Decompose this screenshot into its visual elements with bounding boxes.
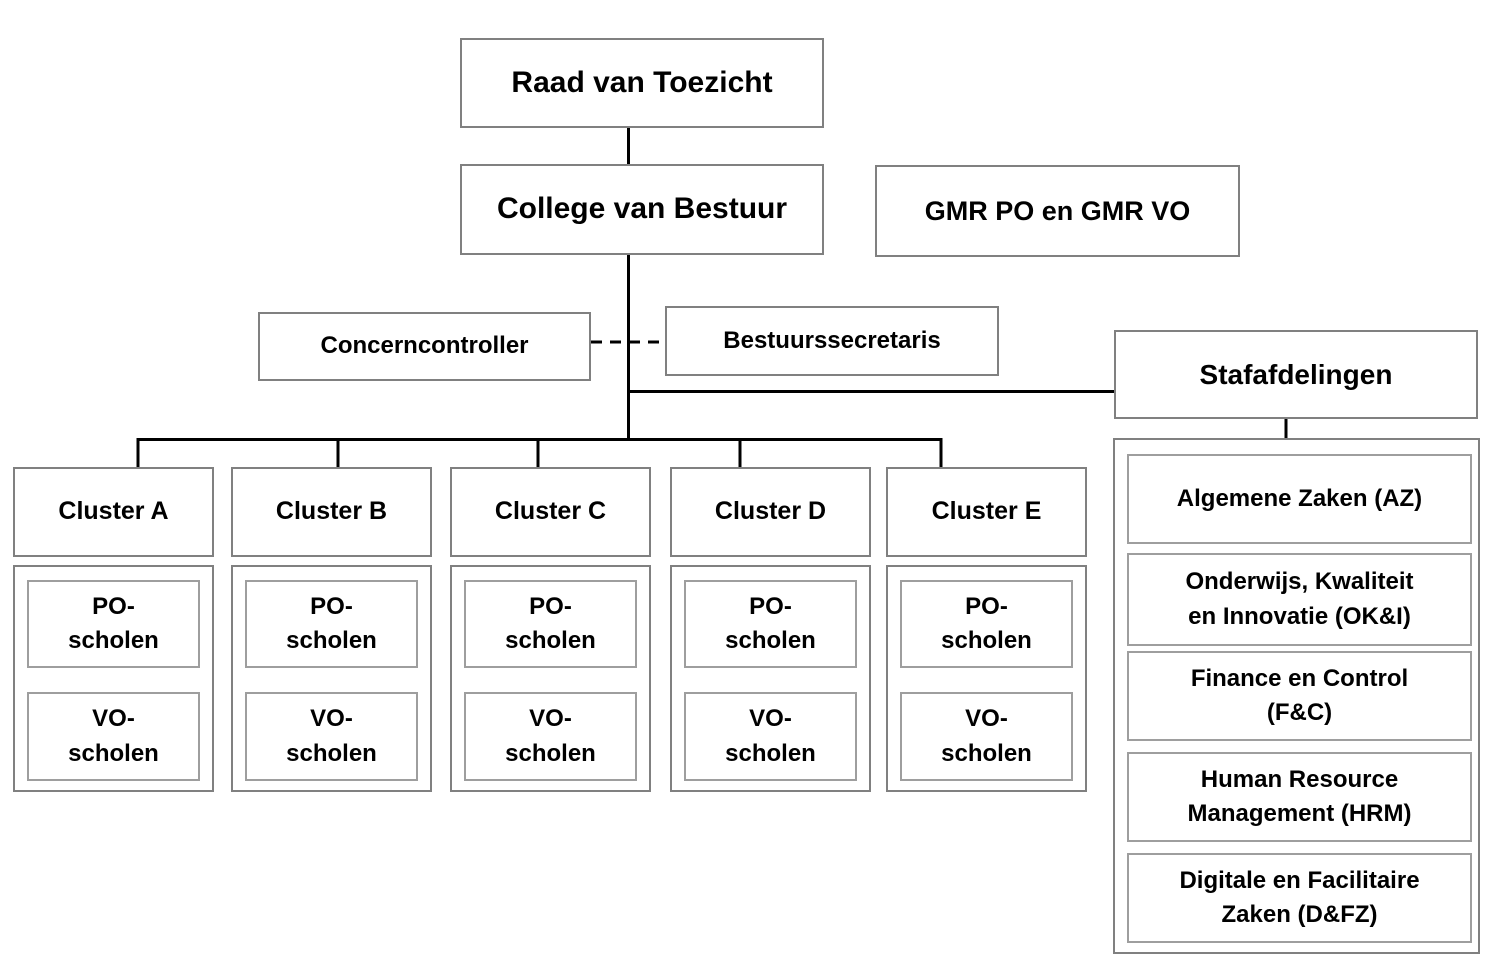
staff-department-hrm-box: Human Resource Management (HRM) bbox=[1127, 752, 1472, 842]
stafafdelingen-title-box: Stafafdelingen bbox=[1114, 330, 1478, 419]
staff-department-oki-box: Onderwijs, Kwaliteit en Innovatie (OK&I) bbox=[1127, 553, 1472, 646]
staff-department-dfz-box: Digitale en Facilitaire Zaken (D&FZ) bbox=[1127, 853, 1472, 943]
cluster-b-box: Cluster B bbox=[231, 467, 432, 557]
raad-van-toezicht-box: Raad van Toezicht bbox=[460, 38, 824, 128]
cluster-c-po-scholen-box: PO- scholen bbox=[464, 580, 637, 668]
cluster-d-box: Cluster D bbox=[670, 467, 871, 557]
cluster-d-po-scholen-box: PO- scholen bbox=[684, 580, 857, 668]
cluster-e-vo-scholen-box: VO- scholen bbox=[900, 692, 1073, 781]
cluster-a-vo-scholen-box: VO- scholen bbox=[27, 692, 200, 781]
cluster-a-box: Cluster A bbox=[13, 467, 214, 557]
staff-department-fc-box: Finance en Control (F&C) bbox=[1127, 651, 1472, 741]
cluster-b-vo-scholen-box: VO- scholen bbox=[245, 692, 418, 781]
cluster-e-box: Cluster E bbox=[886, 467, 1087, 557]
concerncontroller-box: Concerncontroller bbox=[258, 312, 591, 381]
staff-department-az-box: Algemene Zaken (AZ) bbox=[1127, 454, 1472, 544]
college-van-bestuur-box: College van Bestuur bbox=[460, 164, 824, 255]
cluster-e-po-scholen-box: PO- scholen bbox=[900, 580, 1073, 668]
cluster-d-vo-scholen-box: VO- scholen bbox=[684, 692, 857, 781]
cluster-b-po-scholen-box: PO- scholen bbox=[245, 580, 418, 668]
gmr-box: GMR PO en GMR VO bbox=[875, 165, 1240, 257]
bestuurssecretaris-box: Bestuurssecretaris bbox=[665, 306, 999, 376]
cluster-c-vo-scholen-box: VO- scholen bbox=[464, 692, 637, 781]
cluster-c-box: Cluster C bbox=[450, 467, 651, 557]
cluster-a-po-scholen-box: PO- scholen bbox=[27, 580, 200, 668]
